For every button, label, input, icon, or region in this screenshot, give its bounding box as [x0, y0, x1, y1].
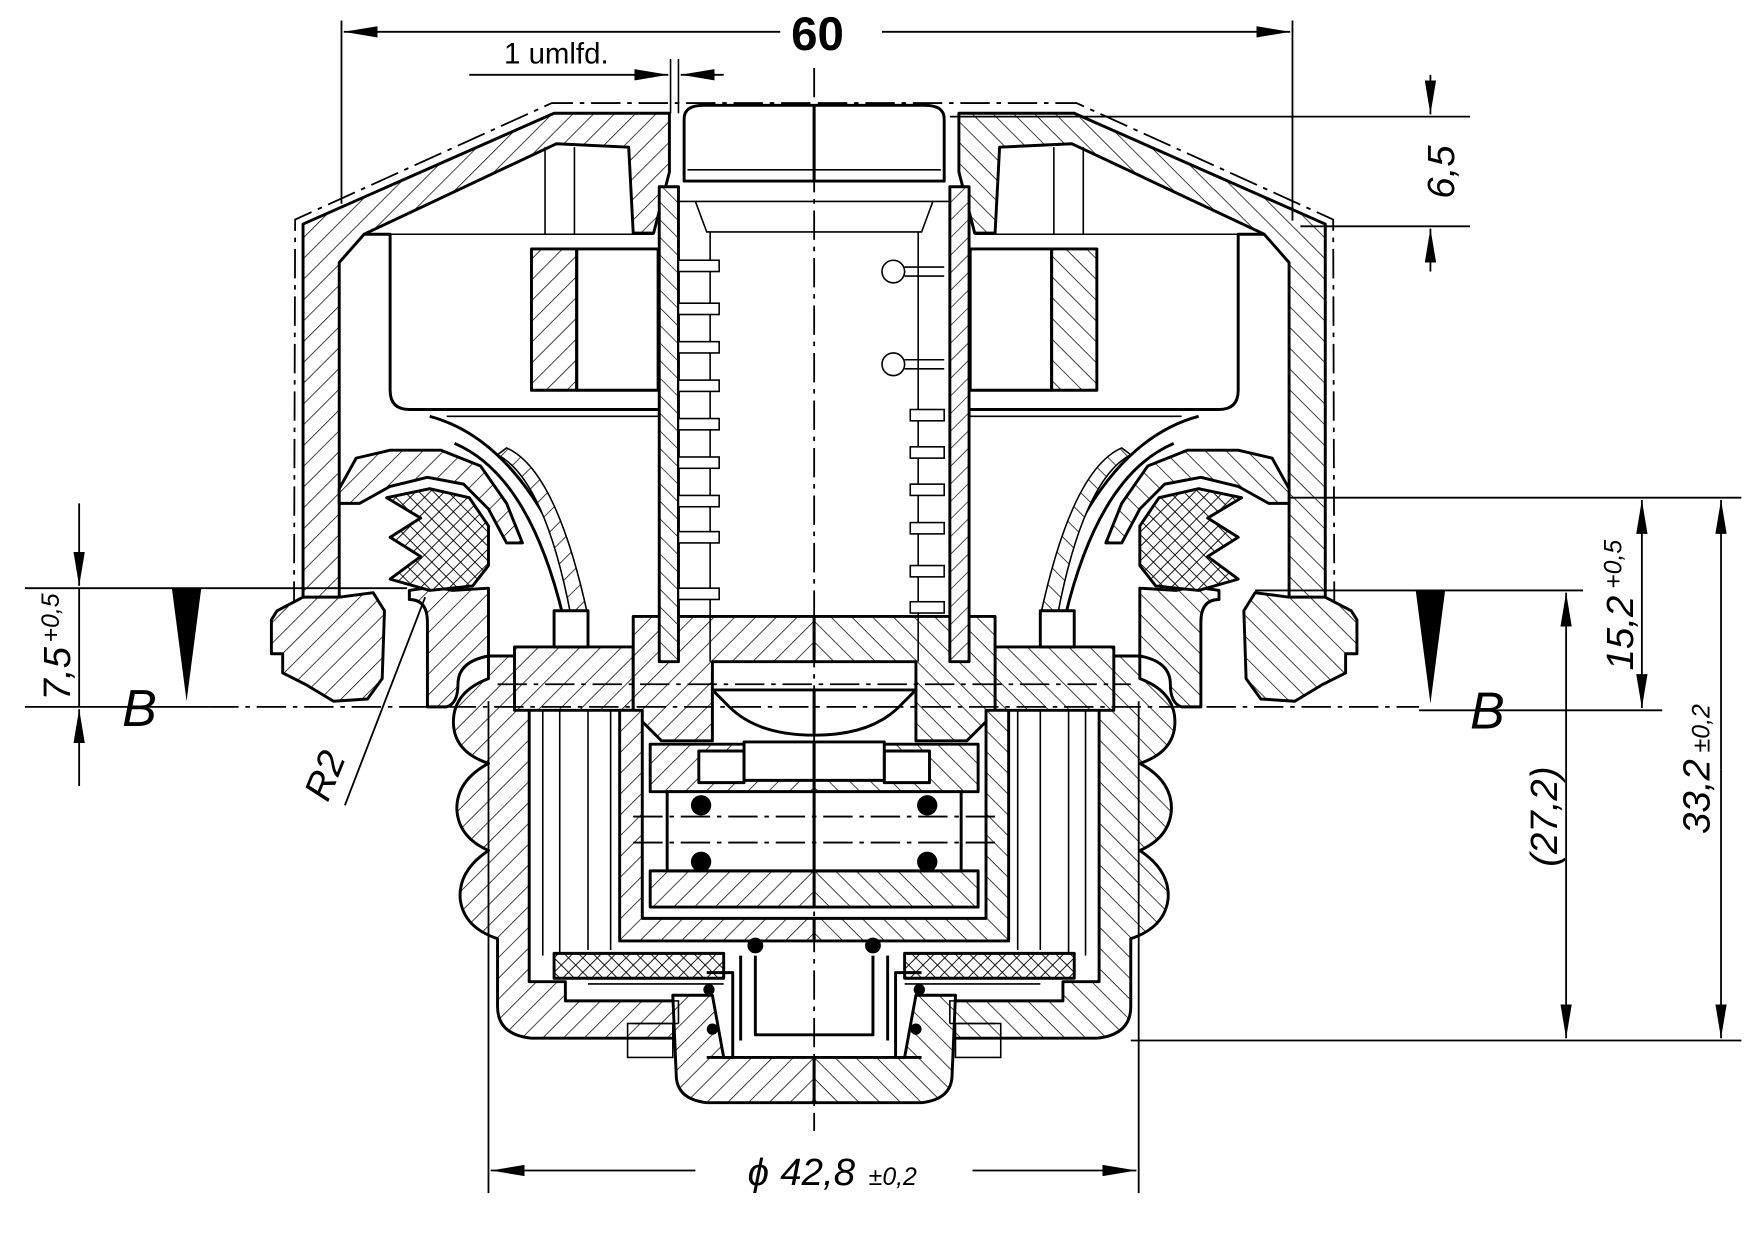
- diameter-value: 42,8: [780, 1151, 855, 1194]
- diameter-symbol: ϕ: [748, 1151, 769, 1194]
- stem-notch: [909, 446, 945, 459]
- left-height-value: 7,5: [36, 646, 79, 700]
- stem-notch: [909, 521, 945, 535]
- stem-tooth: [677, 456, 720, 470]
- stem-notch: [909, 483, 945, 497]
- overall-width-label: 60: [791, 8, 844, 61]
- left-height-label: 7,5 +0,5: [36, 593, 79, 700]
- stem-tooth: [677, 494, 720, 508]
- stem-internals: [677, 231, 945, 662]
- dimension-overall-width: 60: [340, 8, 1294, 221]
- section-label-right: B: [1470, 682, 1505, 740]
- stem-tooth: [677, 259, 720, 273]
- stem-tooth: [677, 340, 720, 354]
- thread-note-extensions: [669, 58, 680, 114]
- stem-tooth: [677, 417, 720, 431]
- thread-note-label: 1 umlfd.: [504, 37, 609, 70]
- section-arrow-left: [171, 588, 202, 702]
- stem-pin-shafts: [904, 266, 945, 370]
- dimension-thread-note: 1 umlfd.: [469, 37, 724, 114]
- stem-pin-upper: [881, 259, 906, 284]
- dimension-top-height: 6,5: [949, 74, 1470, 272]
- body-left-half-view: [269, 101, 816, 1105]
- section-arrow-right: [1415, 590, 1446, 704]
- total-height-tolerance: ±0,2: [1688, 704, 1716, 752]
- top-height-label: 6,5: [1420, 145, 1463, 199]
- upper-height-tolerance: +0,5: [1600, 540, 1628, 589]
- stem-notch: [909, 600, 945, 614]
- body-right-half-view: [812, 101, 1359, 1105]
- stem-pin-lower: [881, 352, 906, 377]
- radius-label: R2: [296, 745, 354, 807]
- reference-height-label: (27,2): [1523, 766, 1566, 866]
- upper-height-label: 15,2 +0,5: [1599, 540, 1642, 671]
- stem-tooth: [677, 530, 720, 544]
- stem-tooth: [677, 379, 720, 393]
- stem-tooth: [677, 587, 720, 601]
- stem-notch: [909, 564, 945, 578]
- stem-tooth: [677, 302, 720, 316]
- diameter-tolerance: ±0,2: [869, 1163, 917, 1191]
- upper-height-value: 15,2: [1599, 596, 1642, 671]
- total-height-value: 33,2: [1676, 759, 1719, 834]
- total-height-label: 33,2 ±0,2: [1676, 704, 1719, 834]
- radius-leader: [344, 596, 427, 806]
- section-label-left: B: [122, 680, 157, 738]
- stem-notch: [909, 408, 945, 422]
- diameter-label: ϕ 42,8 ±0,2: [748, 1151, 917, 1194]
- dimension-left-height: 7,5 +0,5: [24, 503, 408, 787]
- dimension-diameter: ϕ 42,8 ±0,2: [487, 701, 1140, 1194]
- left-height-tolerance: +0,5: [37, 593, 65, 642]
- dimension-right-heights: 15,2 +0,5 (27,2) 33,2 ±0,2: [1130, 496, 1742, 1042]
